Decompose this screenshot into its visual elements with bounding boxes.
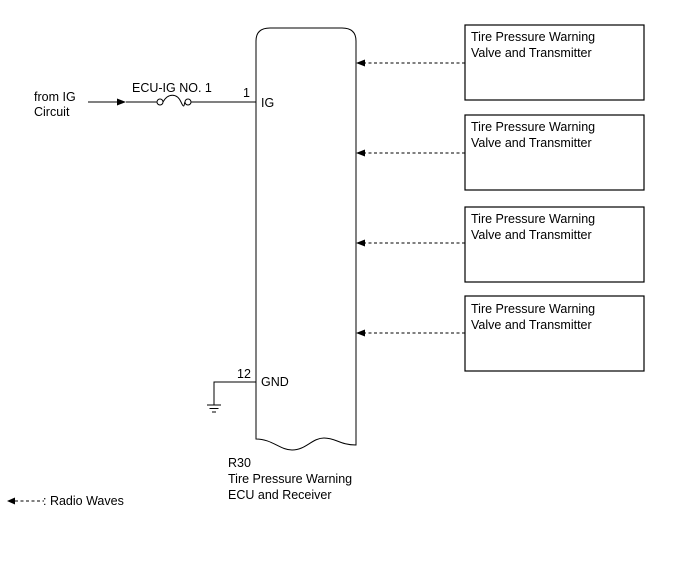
ecu-body (255, 27, 357, 451)
ground-symbol (207, 404, 221, 413)
transmitter-2-line2: Valve and Transmitter (471, 136, 592, 150)
radio-wave-2-arrow (356, 149, 365, 157)
transmitter-2-line1: Tire Pressure Warning (471, 120, 595, 134)
fuse-label: ECU-IG NO. 1 (132, 81, 212, 95)
ecu-connector-code: R30 (228, 456, 251, 470)
radio-wave-1-arrow (356, 59, 365, 67)
transmitter-box-3 (464, 206, 645, 283)
ground-wire (213, 381, 256, 405)
pin-ig-name: IG (261, 96, 274, 110)
radio-wave-3-arrow (356, 239, 365, 247)
transmitter-3-line2: Valve and Transmitter (471, 228, 592, 242)
source-label-line1: from IG (34, 90, 76, 104)
transmitter-1-line2: Valve and Transmitter (471, 46, 592, 60)
ecu-name-line1: Tire Pressure Warning (228, 472, 352, 486)
fuse-symbol (156, 94, 192, 107)
source-label-line2: Circuit (34, 105, 70, 119)
radio-wave-4-arrow (356, 329, 365, 337)
transmitter-1-line1: Tire Pressure Warning (471, 30, 595, 44)
transmitter-box-4 (464, 295, 645, 372)
pin-gnd-number: 12 (237, 367, 251, 381)
legend-label: : Radio Waves (43, 494, 124, 508)
pin-gnd-name: GND (261, 375, 289, 389)
legend-arrow-head (7, 497, 15, 505)
ecu-name-line2: ECU and Receiver (228, 488, 332, 502)
transmitter-4-line2: Valve and Transmitter (471, 318, 592, 332)
pin-ig-number: 1 (243, 86, 250, 100)
transmitter-4-line1: Tire Pressure Warning (471, 302, 595, 316)
transmitter-3-line1: Tire Pressure Warning (471, 212, 595, 226)
input-arrow-head (117, 98, 126, 106)
transmitter-box-2 (464, 114, 645, 191)
